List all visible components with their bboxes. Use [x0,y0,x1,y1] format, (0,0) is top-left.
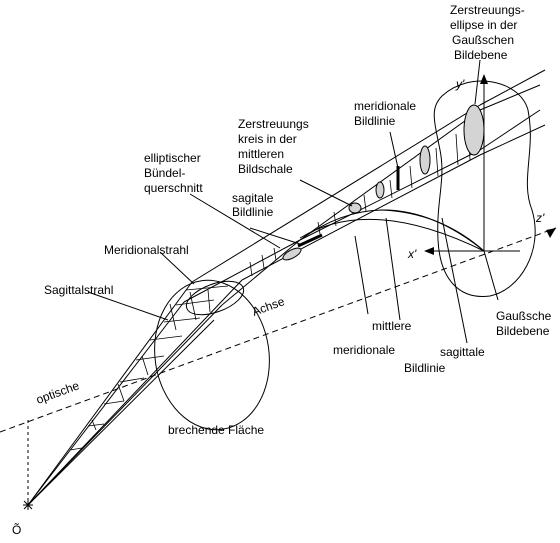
refracted-bundle [183,69,546,306]
x-axis-arrow [424,247,434,255]
sagittale-label: sagittale [440,345,485,359]
section-ellipse-1 [282,247,302,261]
zerstreuungskreis-label-4: Bildschale [238,162,293,176]
gaussian-plane-ellipse [463,104,485,156]
mittlere-label: mittlere [372,319,412,333]
zerstreuungsellipse-label-4: Bildebene [454,48,508,62]
zerstreuungsellipse-label-3: Gaußschen [452,33,514,47]
bundle-hatching [69,285,229,451]
sagitale-label-2: Bildlinie [232,205,274,219]
z-axis-arrow [546,228,556,238]
gausssche-label-2: Bildebene [496,324,550,338]
leader-lines [87,59,499,344]
y-axis-label: y' [455,77,465,91]
sagittal-image-line [297,233,323,248]
circle-of-least-confusion [348,202,362,214]
elliptischer-label-3: querschnitt [144,181,203,195]
gaussian-image-plane [433,80,536,297]
sagitale-label-1: sagitale [232,191,274,205]
incoming-bundle [27,279,243,506]
refracting-surface [154,279,270,431]
meridionale-label: meridionale [333,343,395,357]
bildlinie-label: Bildlinie [404,361,446,375]
sagittale-shell [379,209,485,252]
achse-label: Achse [250,294,286,319]
elliptischer-label-2: Bündel- [144,166,185,180]
zerstreuungskreis-label-2: kreis in der [238,132,297,146]
sagittalstrahl-label: Sagittalstrahl [44,283,113,297]
gausssche-label-1: Gaußsche [496,309,552,323]
elliptischer-label-1: elliptischer [144,151,201,165]
meridionale-bildlinie-label-1: meridionale [354,99,416,113]
x-axis-label: x' [407,247,417,261]
origin-label: Õ [12,522,21,537]
y-axis-arrow [480,74,488,84]
section-ellipse-3 [375,181,385,199]
optical-axis-line [0,227,557,433]
optische-label: optische [34,378,81,407]
meridionale-bildlinie-label-2: Bildlinie [354,114,396,128]
zerstreuungsellipse-label-2: ellipse in der [450,18,517,32]
zerstreuungskreis-label-1: Zerstreuungs [238,117,309,131]
zerstreuungsellipse-label-1: Zerstreuungs- [450,3,525,17]
section-ellipse-4 [419,145,431,175]
brechende-flaeche-label: brechende Fläche [168,423,264,437]
zerstreuungskreis-label-3: mittleren [238,147,284,161]
meridionalstrahl-label: Meridionalstrahl [104,243,189,257]
object-point [23,500,33,510]
z-axis-label: z' [535,211,545,225]
